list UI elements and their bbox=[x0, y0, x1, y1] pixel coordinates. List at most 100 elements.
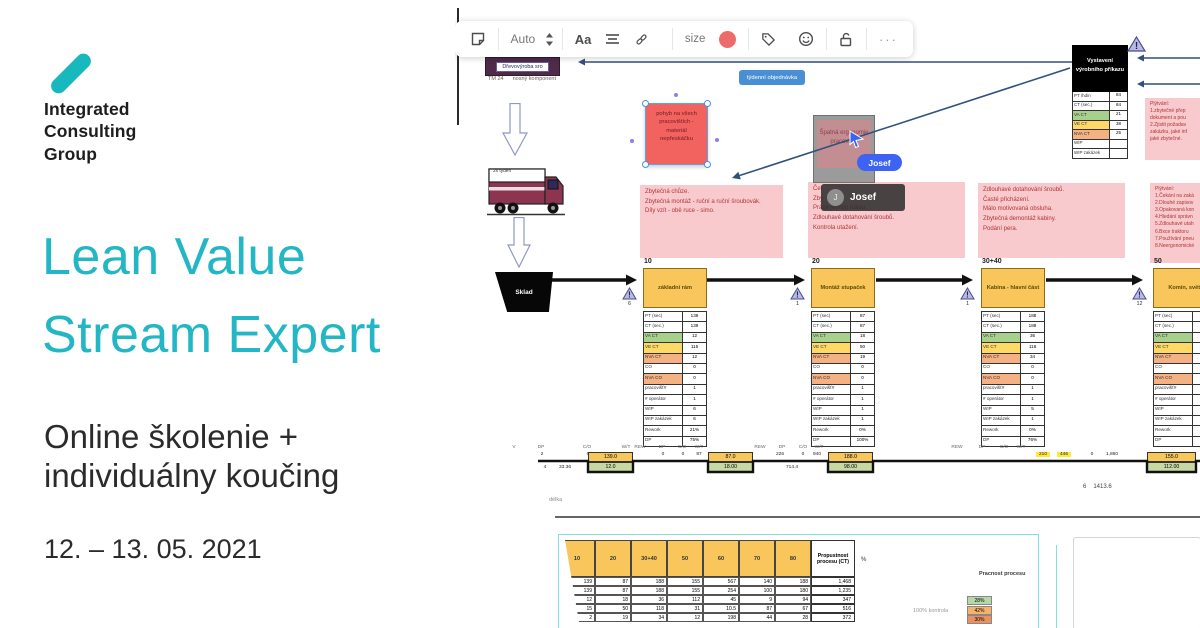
cell: 567 bbox=[703, 577, 739, 586]
more-options-button[interactable]: ··· bbox=[878, 31, 898, 47]
timeline-subvalue: 4 bbox=[543, 465, 547, 470]
supplier-component: nosný komponent bbox=[512, 76, 557, 82]
selection-handle[interactable] bbox=[642, 161, 649, 168]
title-line-2: Stream Expert bbox=[42, 306, 381, 364]
frame-border-line bbox=[1056, 545, 1057, 628]
table-row: CT (sec.)155 bbox=[1153, 322, 1200, 333]
truck-icon[interactable] bbox=[487, 160, 565, 223]
cell: 87 bbox=[595, 577, 631, 586]
selected-sticky-note[interactable]: pohyb na všech pracovištích - materiál n… bbox=[642, 100, 711, 168]
cell: 118 bbox=[631, 604, 667, 613]
order-frequency-label[interactable]: týdenní objednávka bbox=[739, 70, 805, 85]
sticky-note-type-button[interactable] bbox=[463, 26, 493, 52]
snap-dot bbox=[630, 139, 634, 143]
selection-handle[interactable] bbox=[704, 161, 711, 168]
row-label: WIP zakázek bbox=[1154, 415, 1193, 426]
cell: 28 bbox=[775, 613, 811, 622]
row-label: DP bbox=[812, 436, 851, 447]
column-header: 60 bbox=[703, 540, 739, 577]
row-label: # operátor bbox=[812, 395, 851, 405]
row-label: PT (sec) bbox=[1154, 312, 1193, 322]
row-value: 0 bbox=[693, 364, 696, 370]
process-name: Komín, světl bbox=[1153, 268, 1200, 308]
row-value: 1 bbox=[1031, 395, 1034, 401]
row-value: 1 bbox=[861, 385, 864, 391]
text-align-button[interactable] bbox=[598, 26, 627, 52]
warehouse-box[interactable]: Sklad bbox=[495, 272, 553, 312]
waste-note[interactable]: Zdlouhavé dotahování šroubů.Časté přichá… bbox=[978, 183, 1125, 258]
font-size-stepper[interactable] bbox=[542, 26, 557, 52]
supplier-name: Dřevovýroba sro bbox=[496, 61, 549, 72]
inventory-triangle-icon: ! bbox=[622, 287, 637, 305]
row-label: CO bbox=[982, 363, 1021, 374]
table-row: PT (sec)188 bbox=[981, 312, 1045, 323]
row-value: 87 bbox=[859, 312, 866, 318]
waste-note[interactable]: Zbytečná chůze.Zbytečná montáž - ruční a… bbox=[640, 185, 783, 258]
table-row: PT (sec)139 bbox=[643, 312, 707, 323]
row-label: CO bbox=[1154, 363, 1193, 374]
cell: 19 bbox=[595, 613, 631, 622]
inventory-count: 1 bbox=[795, 301, 800, 307]
note-line: 2.Zjistit požadav bbox=[1150, 122, 1187, 129]
timeline-col-header: W/T bbox=[621, 445, 631, 450]
selection-handle[interactable] bbox=[704, 100, 711, 107]
row-value: 1 bbox=[1031, 416, 1034, 422]
row-value: 25 bbox=[1115, 130, 1121, 135]
row-value: 21% bbox=[689, 426, 700, 432]
timeline-col-header: V bbox=[512, 445, 516, 450]
link-button[interactable] bbox=[627, 26, 656, 52]
note-line: Zbytečná demontáž kabiny. bbox=[983, 216, 1056, 223]
color-swatch-button[interactable] bbox=[712, 26, 743, 52]
row-value: 100% bbox=[856, 437, 869, 443]
lock-button[interactable] bbox=[831, 26, 861, 52]
selection-handle[interactable] bbox=[642, 100, 649, 107]
production-order-title: Vystavení výrobního příkazu bbox=[1072, 45, 1128, 92]
timeline-value: 210 bbox=[1035, 452, 1051, 457]
toolbar-divider bbox=[562, 28, 563, 50]
timeline-subvalue: 714.4 bbox=[785, 465, 799, 470]
inventory-triangle-icon: ! bbox=[1132, 287, 1147, 305]
row-label: # operátor bbox=[644, 395, 683, 405]
row-value: 12 bbox=[1193, 354, 1200, 363]
tag-button[interactable] bbox=[754, 26, 783, 52]
row-label: WIP bbox=[982, 405, 1021, 415]
cell: 516 bbox=[811, 604, 855, 613]
supplier-box[interactable]: Dřevovýroba sro bbox=[485, 57, 560, 76]
row-label: CT (sec.) bbox=[1154, 322, 1193, 332]
row-label: DP bbox=[982, 436, 1021, 447]
title-line-1: Lean Value bbox=[42, 228, 307, 286]
timeline-subvalue: 33.36 bbox=[558, 465, 572, 470]
rotation-handle-dot[interactable] bbox=[674, 93, 678, 97]
row-value: 0 bbox=[1193, 364, 1200, 373]
sticky-note-text: pohyb na všech pracovištích - materiál n… bbox=[656, 111, 697, 143]
row-value: 0 bbox=[1193, 374, 1200, 383]
row-value: 155 bbox=[1193, 322, 1200, 331]
row-label: NVA CO bbox=[644, 374, 683, 384]
note-line: zakázku, jaké inf bbox=[1150, 129, 1187, 136]
row-value: 84 bbox=[1115, 92, 1121, 97]
column-header: 80 bbox=[775, 540, 811, 577]
row-value: 115 bbox=[690, 343, 699, 349]
emoji-button[interactable] bbox=[791, 26, 821, 52]
table-row: CT (sec.)139 bbox=[643, 322, 707, 333]
smiley-icon bbox=[798, 31, 813, 47]
row-value: 34 bbox=[1029, 354, 1036, 360]
text-style-button[interactable]: Aa bbox=[574, 31, 592, 47]
row-value: 1 bbox=[1193, 385, 1200, 394]
note-line: Čet bbox=[813, 186, 823, 192]
font-size-auto-button[interactable]: Auto bbox=[510, 32, 536, 46]
